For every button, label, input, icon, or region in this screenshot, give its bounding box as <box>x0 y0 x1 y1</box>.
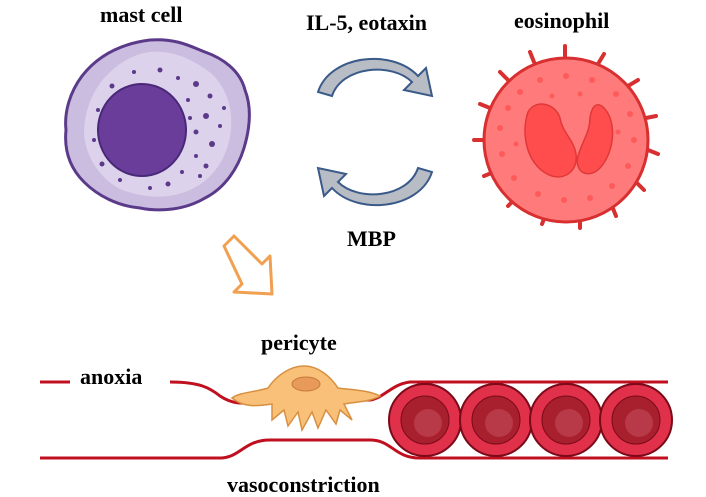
arrow-to-eosinophil <box>316 57 434 98</box>
eosinophil <box>472 44 660 230</box>
pericyte-label: pericyte <box>261 330 337 355</box>
eosinophil-label: eosinophil <box>514 8 610 33</box>
il5-eotaxin-label: IL-5, eotaxin <box>306 10 427 35</box>
arrow-to-mast-cell <box>316 166 434 207</box>
red-blood-cell <box>388 383 462 457</box>
mast-cell <box>64 38 251 212</box>
red-blood-cells <box>388 383 673 457</box>
hollow-arrow <box>222 234 274 296</box>
anoxia-label: anoxia <box>80 364 143 389</box>
pericyte <box>230 365 382 433</box>
vasoconstriction-label: vasoconstriction <box>227 472 380 497</box>
red-blood-cell <box>459 383 533 457</box>
mast-cell-label: mast cell <box>100 2 183 27</box>
red-blood-cell <box>599 383 673 457</box>
mbp-label: MBP <box>347 226 396 251</box>
red-blood-cell <box>529 383 603 457</box>
